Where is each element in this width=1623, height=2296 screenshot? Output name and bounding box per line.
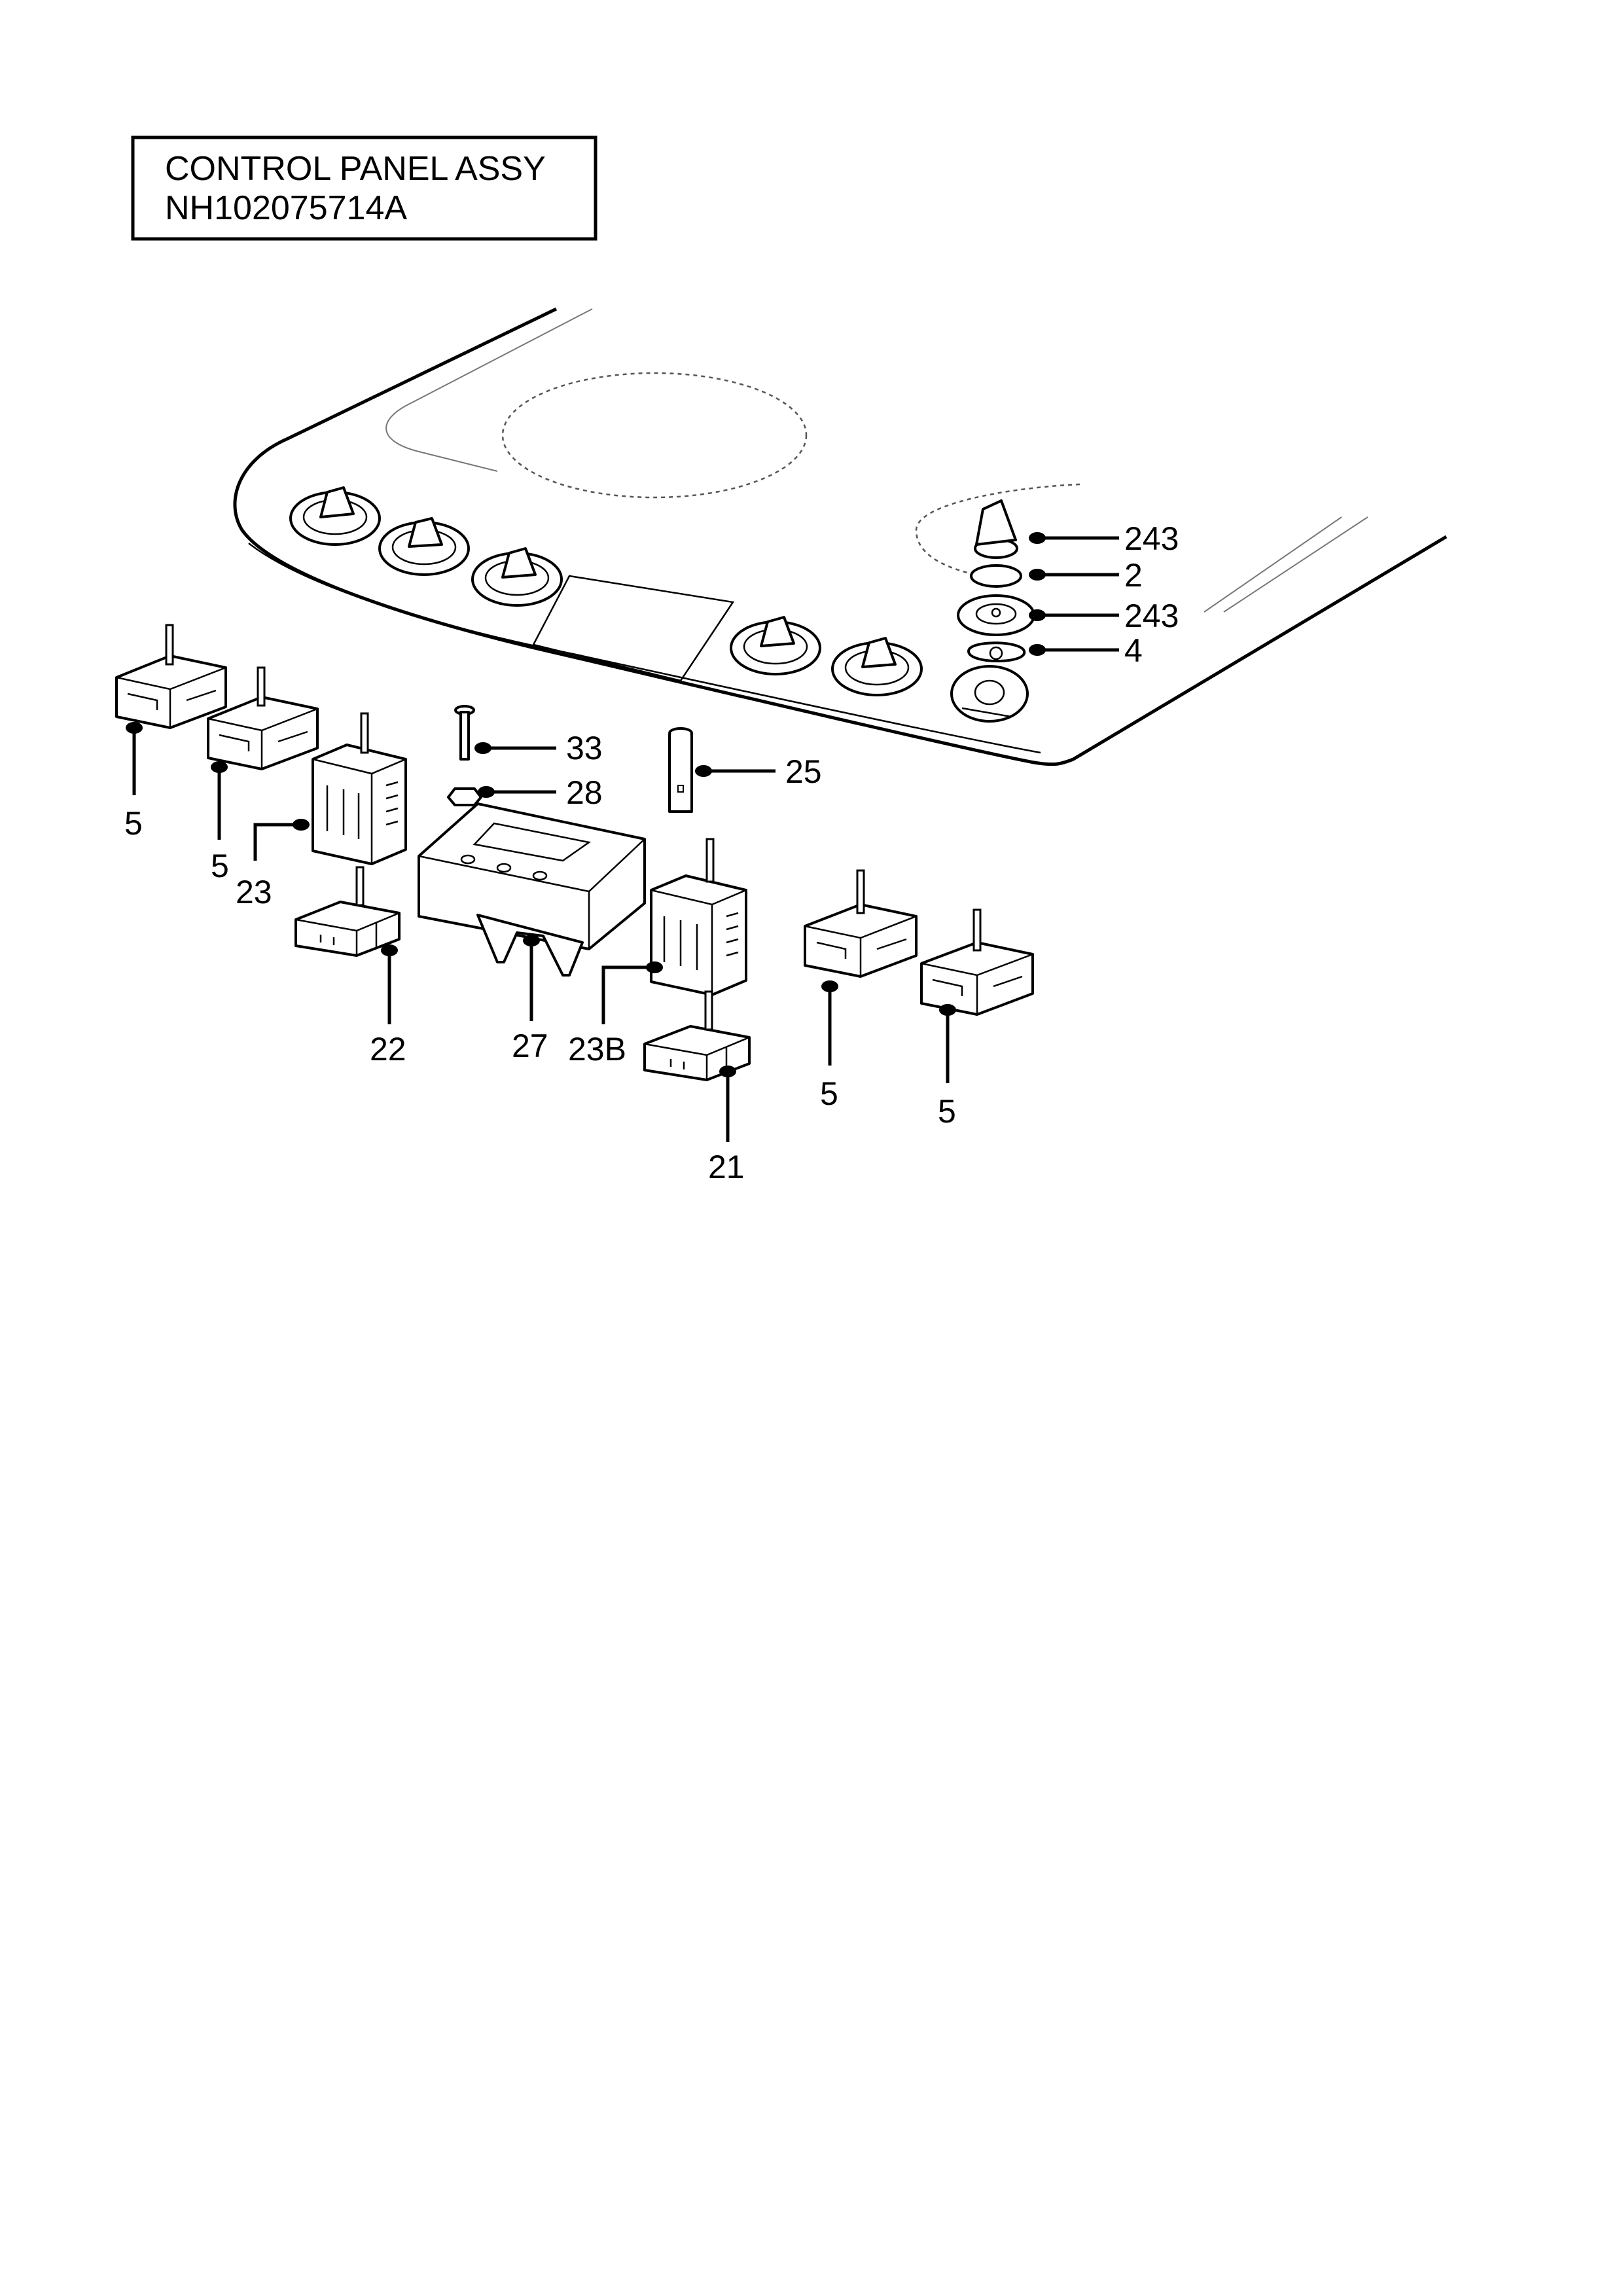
knob-1 (289, 486, 381, 546)
panel-knobs (289, 486, 923, 696)
callout-lamp: 25 (785, 753, 822, 790)
spring-plate (967, 641, 1026, 662)
selector-right (650, 838, 747, 996)
callout-switch-left-2: 5 (211, 848, 229, 884)
selector-left (312, 712, 407, 865)
switch-right-2 (920, 908, 1034, 1016)
thermostat-left (294, 866, 401, 957)
knob-3 (471, 547, 563, 607)
washer (970, 564, 1022, 588)
callout-timer-module: 27 (512, 1028, 548, 1064)
knob-exploded (974, 499, 1018, 559)
timer-module (418, 802, 646, 977)
callout-switch-right-1: 5 (820, 1075, 838, 1112)
indicator-lamp (668, 727, 693, 813)
switch-left-1 (115, 624, 227, 729)
control-panel-body (233, 307, 1448, 766)
callout-thermostat-left: 22 (370, 1031, 406, 1067)
bezel (957, 594, 1035, 636)
title-line-2: NH102075714A (165, 189, 407, 227)
screw (454, 705, 475, 761)
callout-selector-left: 23 (236, 874, 272, 910)
knob-socket (950, 665, 1029, 723)
callout-nut: 28 (566, 774, 603, 811)
callout-switch-right-2: 5 (938, 1093, 956, 1130)
callout-screw: 33 (566, 730, 603, 766)
callout-switch-left-1: 5 (124, 805, 143, 842)
nut (447, 787, 482, 806)
callout-thermostat-right: 21 (708, 1149, 745, 1185)
callout-knob-top: 243 (1124, 520, 1179, 557)
thermostat-right (643, 990, 751, 1081)
knob-5 (831, 637, 923, 696)
title-line-1: CONTROL PANEL ASSY (165, 150, 546, 188)
knob-2 (378, 517, 470, 576)
callout-labels: 243 2 243 4 33 28 25 5 5 23 22 27 23B 21… (124, 520, 1179, 1185)
switch-left-2 (207, 666, 319, 770)
title-box: CONTROL PANEL ASSY NH102075714A (131, 135, 597, 241)
callout-bezel: 243 (1124, 598, 1179, 634)
callout-washer: 2 (1124, 557, 1143, 594)
callout-selector-right: 23B (568, 1031, 626, 1067)
knob-4 (730, 616, 821, 675)
knob-stack (950, 499, 1035, 723)
leader-lines (126, 532, 1119, 1142)
callout-spring: 4 (1124, 632, 1143, 669)
switch-right-1 (804, 869, 918, 978)
